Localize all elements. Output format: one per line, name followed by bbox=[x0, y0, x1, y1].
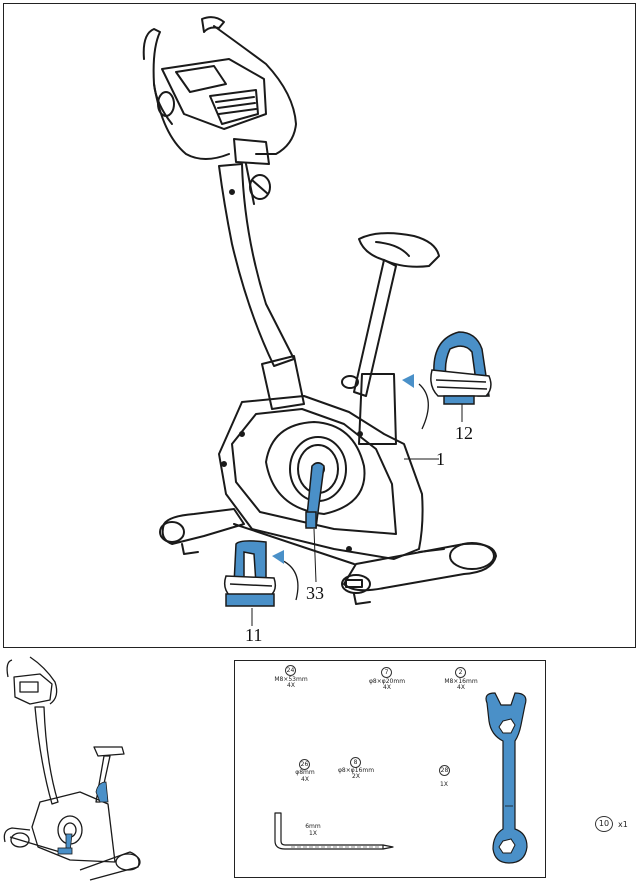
part-spec: φ8×φ20mm bbox=[368, 678, 406, 685]
part-number-badge: 2 bbox=[455, 667, 466, 678]
exercise-bike-thumbnail-icon bbox=[3, 656, 141, 881]
pedal-icon bbox=[430, 331, 492, 405]
part-qty: 4X bbox=[457, 684, 465, 691]
pedal-icon bbox=[223, 540, 277, 607]
part-qty: 4X bbox=[287, 682, 295, 689]
wrench-icon bbox=[485, 692, 528, 864]
part-spec: φ8×φ16mm bbox=[337, 767, 375, 774]
callout-11: 11 bbox=[245, 625, 263, 645]
allen-key-icon bbox=[274, 812, 394, 850]
callout-1: 1 bbox=[436, 449, 445, 469]
part-number-badge: 26 bbox=[299, 759, 310, 770]
arrow-head-icon bbox=[272, 550, 284, 564]
callout-12: 12 bbox=[455, 423, 473, 443]
allen-key-qty: 1X bbox=[309, 830, 317, 837]
part-spec: M8×53mm bbox=[274, 676, 308, 683]
allen-key-spec: 6mm bbox=[305, 823, 321, 830]
part-number-badge: 28 bbox=[439, 765, 450, 776]
part-number-badge: 8 bbox=[350, 757, 361, 768]
part-spec: φ8mm bbox=[295, 769, 315, 776]
hardware-pack-frame: 24 M8×53mm 4X 7 φ8×φ20mm 4X 2 M8×16mm 4X… bbox=[234, 660, 546, 878]
assembly-diagram-frame: 12 1 33 11 bbox=[3, 3, 636, 648]
part-number-badge: 24 bbox=[285, 665, 296, 676]
part-number-badge: 10 bbox=[595, 816, 613, 832]
wrench-qty: x1 bbox=[618, 820, 628, 829]
part-number-badge: 7 bbox=[381, 667, 392, 678]
callout-33: 33 bbox=[306, 583, 324, 603]
part-qty: 2X bbox=[352, 773, 360, 780]
part-qty: 4X bbox=[383, 684, 391, 691]
exercise-bike-icon bbox=[142, 16, 497, 626]
part-spec: M8×16mm bbox=[444, 678, 478, 685]
part-qty: 1X bbox=[440, 781, 448, 788]
arrow-head-icon bbox=[402, 374, 414, 388]
part-qty: 4X bbox=[301, 776, 309, 783]
crank-arm-icon bbox=[305, 462, 325, 529]
